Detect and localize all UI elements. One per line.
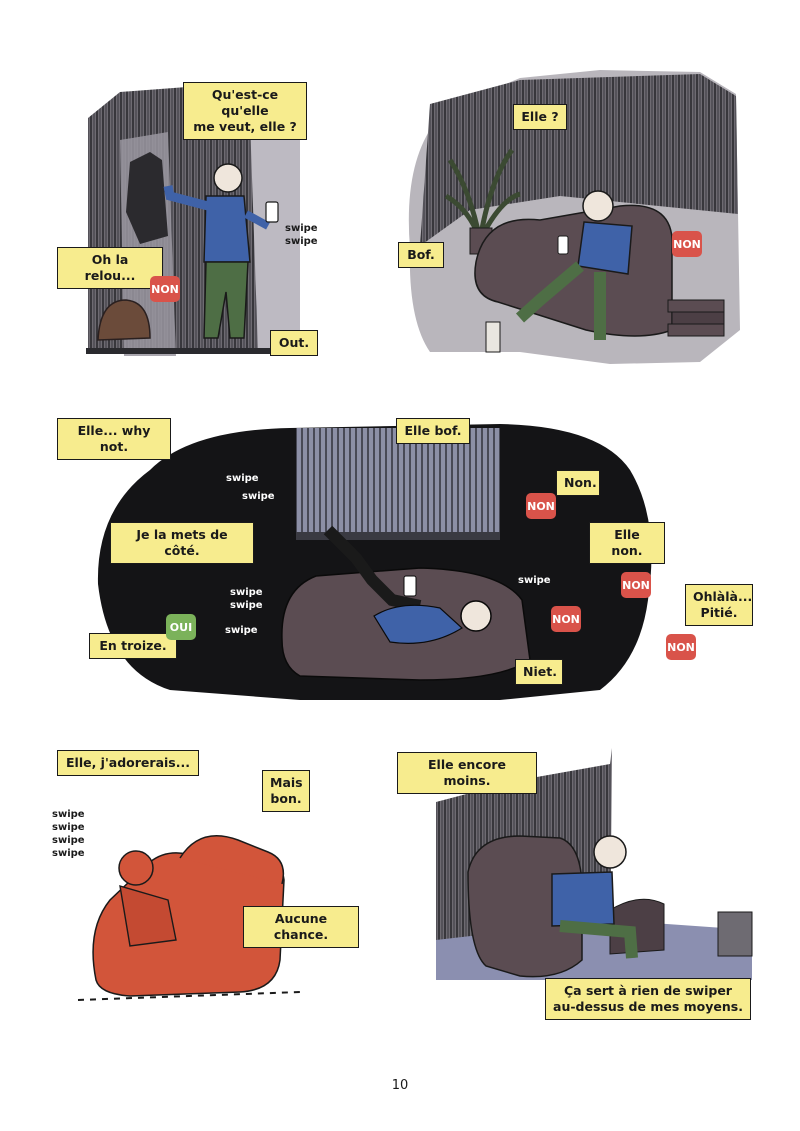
swipe-sfx-panel3-b: swipe	[242, 491, 275, 502]
caption-elle-bof: Elle bof.	[396, 418, 470, 444]
swipe-sfx-panel3-d: swipe	[225, 625, 258, 636]
non-badge-panel3-b: NON	[621, 572, 651, 598]
panel-3	[97, 424, 652, 700]
oui-badge: OUI	[166, 614, 196, 640]
non-badge-panel2: NON	[672, 231, 702, 257]
caption-troize: En troize.	[89, 633, 177, 659]
caption-de-cote: Je la mets de côté.	[110, 522, 254, 564]
caption-non: Non.	[556, 470, 600, 496]
caption-why-not: Elle... why not.	[57, 418, 171, 460]
caption-bof: Bof.	[398, 242, 444, 268]
caption-ca-sert: Ça sert à rien de swiper au-dessus de me…	[545, 978, 751, 1020]
caption-niet: Niet.	[515, 659, 563, 685]
non-badge-panel3-a: NON	[526, 493, 556, 519]
swipe-sfx-panel3-e: swipe	[518, 575, 551, 586]
panel-5	[436, 748, 753, 980]
non-badge-panel3-d: NON	[666, 634, 696, 660]
caption-aucune-chance: Aucune chance.	[243, 906, 359, 948]
panel-2	[408, 70, 740, 364]
swipe-sfx-panel3-c: swipe swipe	[230, 587, 263, 611]
panel-4	[77, 835, 301, 1001]
non-badge-panel1: NON	[150, 276, 180, 302]
caption-elle: Elle ?	[513, 104, 567, 130]
caption-encore-moins: Elle encore moins.	[397, 752, 537, 794]
caption-question: Qu'est-ce qu'elle me veut, elle ?	[183, 82, 307, 140]
caption-relou: Oh la relou...	[57, 247, 163, 289]
swipe-sfx-panel1: swipe swipe	[285, 223, 318, 247]
caption-out: Out.	[270, 330, 318, 356]
page-number: 10	[391, 1078, 409, 1093]
caption-adorerais: Elle, j'adorerais...	[57, 750, 199, 776]
caption-mais-bon: Mais bon.	[262, 770, 310, 812]
swipe-sfx-panel3-a: swipe	[226, 473, 259, 484]
caption-elle-non: Elle non.	[589, 522, 665, 564]
caption-ohlala: Ohlàlà... Pitié.	[685, 584, 753, 626]
swipe-sfx-panel4: swipe swipe swipe swipe	[52, 809, 85, 859]
non-badge-panel3-c: NON	[551, 606, 581, 632]
